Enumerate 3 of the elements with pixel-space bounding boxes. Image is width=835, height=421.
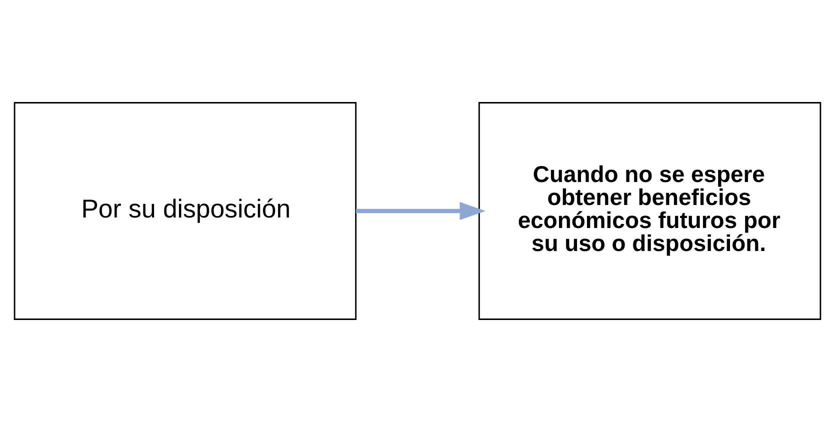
arrow: [356, 201, 486, 220]
node-box: Por su disposición: [14, 102, 357, 320]
node-box: Cuando no se espere obtener beneficios económicos futuros por su uso o disposición.: [478, 102, 822, 320]
